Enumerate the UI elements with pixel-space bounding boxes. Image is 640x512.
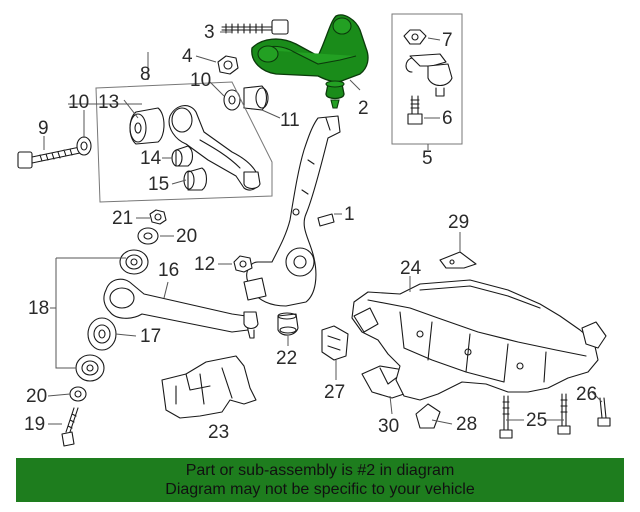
bolt-part-26[interactable]: [597, 397, 611, 427]
bushing-part-15[interactable]: [183, 167, 208, 191]
bolt-part-6[interactable]: [407, 95, 423, 125]
banner-line-1: Part or sub-assembly is #2 in diagram: [185, 462, 455, 479]
nut-part-12[interactable]: [233, 255, 253, 273]
subframe-part-24[interactable]: [351, 279, 607, 401]
callout-24: 24: [400, 258, 422, 279]
banner-line-2: Diagram may not be specific to your vehi…: [165, 481, 475, 498]
callout-23: 23: [208, 422, 229, 443]
bushing-part-17[interactable]: [87, 317, 117, 351]
upper-control-arm-highlighted[interactable]: [251, 14, 369, 109]
callout-20-lower: 20: [26, 386, 47, 407]
callout-1: 1: [344, 204, 355, 225]
callout-29: 29: [448, 212, 469, 233]
washer-part-20-lower[interactable]: [69, 386, 87, 402]
mount-part-22[interactable]: [277, 312, 299, 336]
lower-arm-part-8[interactable]: [168, 105, 261, 191]
callout-25: 25: [526, 410, 547, 431]
callout-7: 7: [442, 30, 453, 51]
group-box-8: [95, 81, 273, 203]
callout-6: 6: [442, 108, 453, 129]
callout-19: 19: [24, 414, 45, 435]
bushing-part-18-top[interactable]: [119, 249, 149, 275]
washer-part-20-upper[interactable]: [137, 227, 159, 245]
callout-12: 12: [194, 254, 215, 275]
callout-13: 13: [98, 92, 119, 113]
bushing-part-18-bottom[interactable]: [75, 354, 105, 382]
callout-3: 3: [204, 22, 215, 43]
callout-20-upper: 20: [176, 226, 197, 247]
lower-control-arm-part-16[interactable]: [103, 278, 259, 339]
callout-4: 4: [182, 46, 193, 67]
leader-lines: [43, 31, 603, 425]
callout-9: 9: [38, 118, 49, 139]
nut-part-21[interactable]: [149, 209, 167, 225]
bushing-part-13[interactable]: [129, 107, 165, 145]
bracket-part-28[interactable]: [415, 403, 441, 429]
callout-27: 27: [324, 382, 345, 403]
group-box-5: [391, 13, 463, 145]
bolts-part-25[interactable]: [499, 393, 571, 439]
nut-part-7[interactable]: [403, 29, 427, 45]
callout-5: 5: [422, 148, 433, 169]
bushing-part-11[interactable]: [243, 85, 269, 111]
bolt-part-9[interactable]: [17, 146, 81, 169]
callout-30: 30: [378, 416, 399, 437]
washer-part-10-left[interactable]: [76, 136, 92, 156]
callout-11: 11: [280, 110, 300, 131]
steering-knuckle-part-1[interactable]: [243, 115, 341, 307]
callout-15: 15: [148, 174, 169, 195]
splash-shield-part-23[interactable]: [161, 355, 257, 419]
bracket-part-27[interactable]: [321, 325, 349, 361]
callout-26: 26: [576, 384, 597, 405]
nut-part-4[interactable]: [217, 55, 239, 75]
callout-18: 18: [28, 298, 49, 319]
callout-17: 17: [140, 326, 161, 347]
callout-22: 22: [276, 348, 297, 369]
ball-joint-part-5[interactable]: [405, 53, 453, 97]
washer-part-10-upper[interactable]: [223, 89, 241, 111]
info-banner: Part or sub-assembly is #2 in diagram Di…: [16, 458, 624, 502]
bolt-part-3[interactable]: [221, 19, 289, 35]
callout-14: 14: [140, 148, 162, 169]
parts-diagram: 3 4 10 2 11 8 10 13 9 14 15 7 6 5 1 21 2…: [17, 13, 611, 447]
bracket-part-29[interactable]: [439, 251, 477, 269]
bolt-part-19[interactable]: [61, 407, 79, 447]
callout-16: 16: [158, 260, 179, 281]
callout-21: 21: [112, 208, 133, 229]
callout-2: 2: [358, 98, 369, 119]
callout-10-left: 10: [68, 92, 89, 113]
bushing-part-14[interactable]: [171, 145, 194, 167]
callout-8: 8: [140, 64, 151, 85]
callout-10-upper: 10: [190, 70, 211, 91]
callout-28: 28: [456, 414, 477, 435]
